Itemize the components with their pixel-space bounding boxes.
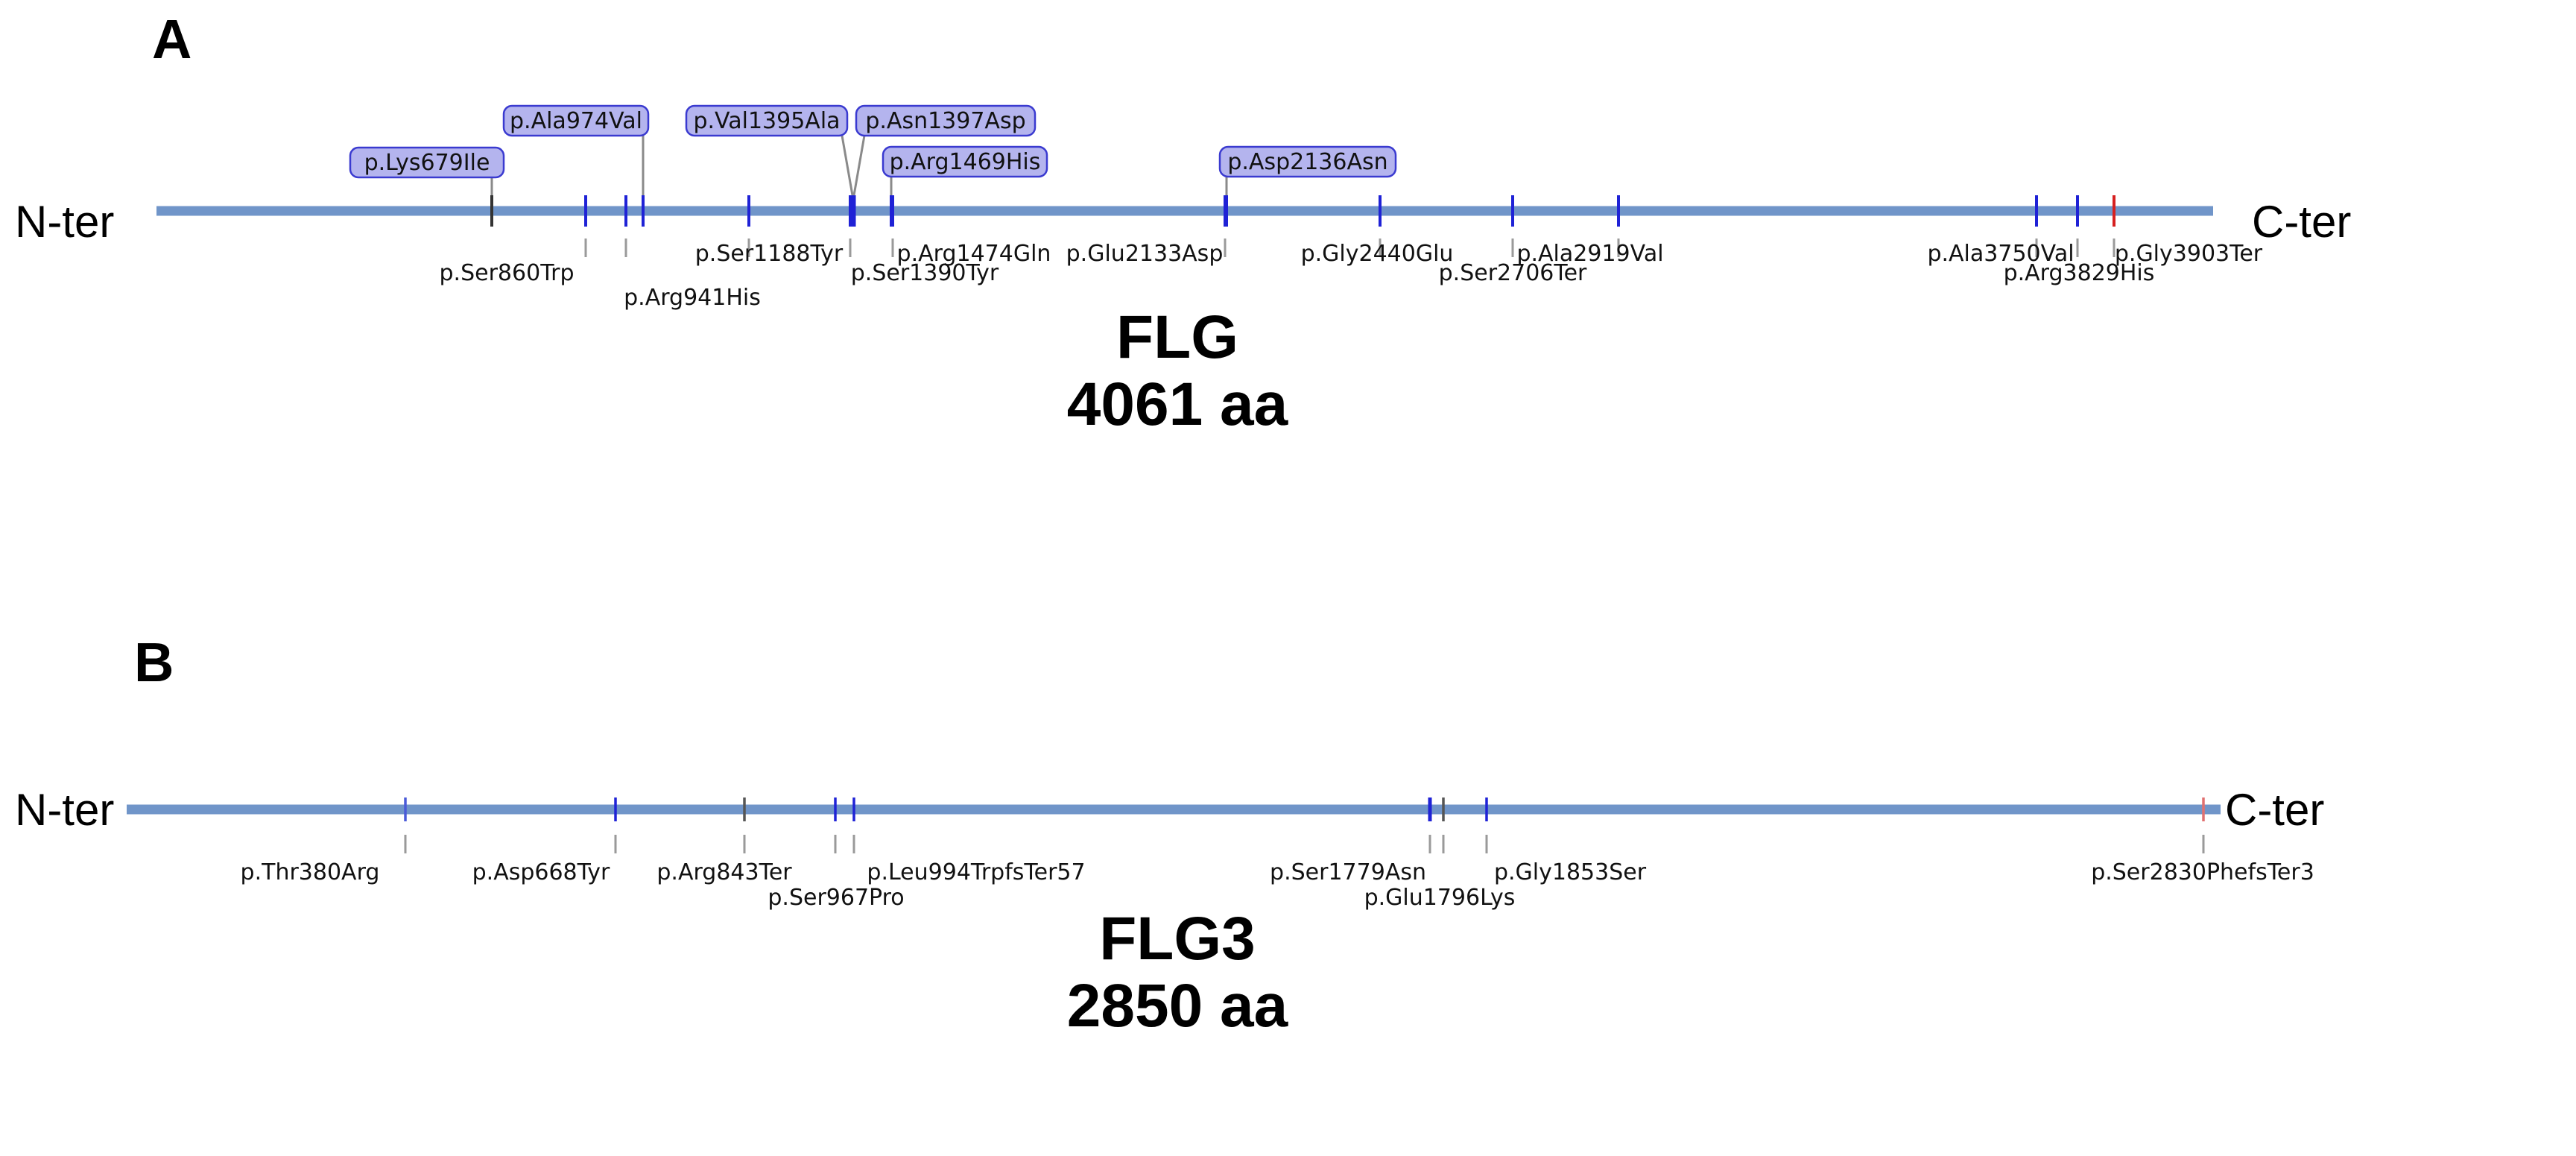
variant-label-thr380arg: p.Thr380Arg: [241, 859, 380, 885]
variant-label-ala974val: p.Ala974Val: [510, 108, 642, 134]
panel-letter-a: A: [152, 8, 192, 70]
gene-name-flg: FLG: [1116, 303, 1238, 371]
variant-label-ser2830phefster3: p.Ser2830PhefsTer3: [2091, 859, 2314, 885]
variant-label-ser2706ter: p.Ser2706Ter: [1439, 260, 1587, 286]
variant-label-gly1853ser: p.Gly1853Ser: [1494, 859, 1647, 885]
gene-name-flg3: FLG3: [1099, 905, 1256, 973]
gene-length-flg: 4061 aa: [1067, 370, 1289, 438]
boxed-label-val1395ala: p.Val1395Ala: [685, 104, 849, 137]
variant-marks-flg3: [404, 797, 2205, 821]
boxed-label-ala974val: p.Ala974Val: [502, 104, 650, 137]
variant-label-glu2133asp: p.Glu2133Asp: [1066, 241, 1224, 267]
label-box: [1218, 145, 1397, 178]
label-connectors-flg: [490, 135, 1228, 196]
variant-label-ser967pro: p.Ser967Pro: [768, 885, 904, 911]
variant-leaders-flg: [584, 239, 2115, 257]
variant-label-ser1779asn: p.Ser1779Asn: [1270, 859, 1426, 885]
label-box: [685, 104, 849, 137]
variant-label-asn1397asp: p.Asn1397Asp: [865, 108, 1025, 134]
boxed-label-arg1469his: p.Arg1469His: [882, 145, 1048, 178]
label-box: [349, 146, 505, 179]
label-box: [855, 104, 1037, 137]
boxed-label-asp2136asn: p.Asp2136Asn: [1218, 145, 1397, 178]
variant-label-arg1469his: p.Arg1469His: [890, 149, 1041, 175]
variant-label-arg3829his: p.Arg3829His: [2004, 260, 2155, 286]
panel-a: A N-ter C-ter p.Lys679Ile p.Ala974Val p.…: [15, 8, 2351, 438]
variant-label-gly3903ter: p.Gly3903Ter: [2115, 241, 2263, 267]
variant-label-ala3750val: p.Ala3750Val: [1927, 241, 2074, 267]
variant-leaders-flg3: [404, 835, 2205, 853]
panel-b: B N-ter C-ter p.Thr380Arg p.Asp668Tyr p.…: [15, 631, 2324, 1040]
c-terminus-label-b: C-ter: [2225, 785, 2324, 835]
label-box: [882, 145, 1048, 178]
variant-label-asp668tyr: p.Asp668Tyr: [472, 859, 610, 885]
variant-label-leu994trpfster57: p.Leu994TrpfsTer57: [867, 859, 1085, 885]
boxed-label-asn1397asp: p.Asn1397Asp: [855, 104, 1037, 137]
variant-label-lys679ile: p.Lys679Ile: [364, 150, 490, 176]
variant-label-arg843ter: p.Arg843Ter: [656, 859, 792, 885]
label-box: [502, 104, 650, 137]
variant-label-ser1390tyr: p.Ser1390Tyr: [851, 260, 999, 286]
variant-label-glu1796lys: p.Glu1796Lys: [1364, 885, 1516, 911]
connector-val1395ala: [841, 135, 854, 196]
variant-marks-flg: [490, 195, 2115, 227]
variant-label-gly2440glu: p.Gly2440Glu: [1301, 241, 1454, 267]
variant-label-ser860trp: p.Ser860Trp: [440, 260, 575, 286]
boxed-label-lys679ile: p.Lys679Ile: [349, 146, 505, 179]
variant-label-ala2919val: p.Ala2919Val: [1516, 241, 1663, 267]
variant-label-arg941his: p.Arg941His: [624, 285, 761, 311]
gene-length-flg3: 2850 aa: [1067, 972, 1289, 1040]
variant-label-ser1188tyr: p.Ser1188Tyr: [695, 241, 844, 267]
n-terminus-label-a: N-ter: [15, 197, 114, 247]
n-terminus-label-b: N-ter: [15, 785, 114, 835]
variant-label-asp2136asn: p.Asp2136Asn: [1227, 149, 1387, 175]
c-terminus-label-a: C-ter: [2252, 197, 2351, 247]
connector-asn1397asp: [852, 135, 866, 196]
variant-label-arg1474gln: p.Arg1474Gln: [897, 241, 1051, 267]
panel-letter-b: B: [134, 631, 174, 693]
variant-label-val1395ala: p.Val1395Ala: [693, 108, 840, 134]
